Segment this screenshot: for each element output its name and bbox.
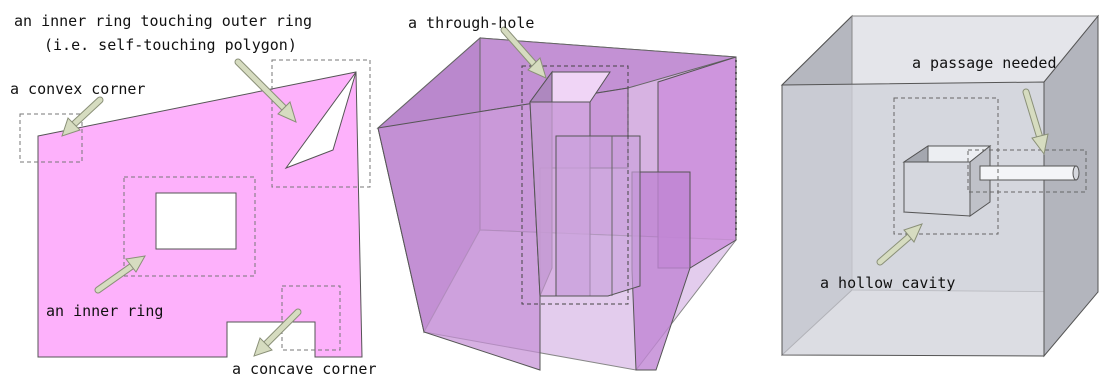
passage-tube	[979, 165, 1077, 181]
cavity-right	[969, 144, 991, 217]
inner-ring-arrow	[94, 255, 146, 294]
passage-tube-end	[1072, 165, 1080, 181]
through-hole-box	[521, 65, 629, 305]
through-hole-arrow	[500, 26, 547, 79]
hollow-cavity-box	[893, 97, 999, 235]
passage-box	[967, 149, 1087, 193]
convex-corner-arrow	[61, 96, 104, 137]
label-hollow-cavity: a hollow cavity	[820, 274, 955, 292]
label-concave-corner: a concave corner	[232, 360, 377, 378]
cube-right-face	[1043, 14, 1099, 358]
passage-arrow	[1022, 88, 1049, 156]
cavity-panel: a passage needed a hollow cavity	[780, 14, 1100, 358]
inner-ring-hole	[155, 192, 237, 250]
through-hole-panel: a through-hole	[376, 14, 737, 371]
cube-front-face	[781, 81, 1045, 357]
hollow-cavity-arrow	[876, 223, 923, 266]
polygon-panel: an inner ring touching outer ring (i.e. …	[10, 12, 377, 378]
concave-corner-arrow	[253, 308, 302, 357]
cavity-front	[903, 161, 971, 217]
touching-ring-box	[271, 59, 371, 188]
slot-front-face	[631, 171, 691, 371]
touching-ring-arrow	[234, 58, 297, 123]
label-through-hole: a through-hole	[408, 14, 534, 32]
concave-corner-box	[281, 285, 341, 351]
label-convex-corner: a convex corner	[10, 80, 145, 98]
touching-inner-ring	[284, 71, 357, 170]
label-inner-ring-touching-2: (i.e. self-touching polygon)	[44, 36, 297, 54]
convex-corner-box	[19, 113, 83, 163]
inner-ring-box	[123, 176, 256, 277]
label-inner-ring-touching-1: an inner ring touching outer ring	[14, 12, 312, 30]
label-passage-needed: a passage needed	[912, 54, 1057, 72]
hole-pillar	[555, 135, 641, 297]
label-inner-ring: an inner ring	[46, 302, 163, 320]
